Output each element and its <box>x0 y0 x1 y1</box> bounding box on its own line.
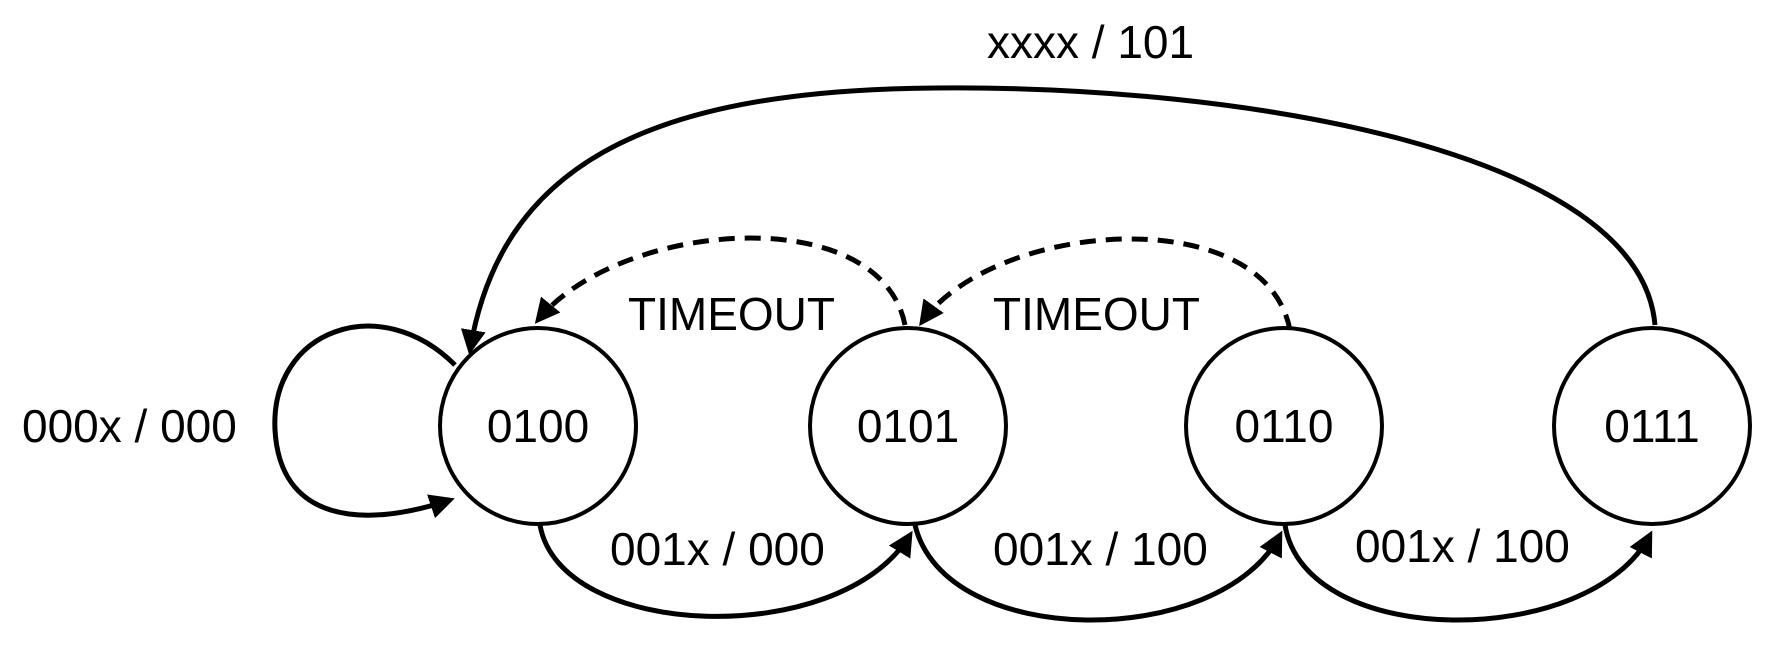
edge-label-0101-0110: 001x / 100 <box>993 523 1208 575</box>
state-label: 0111 <box>1604 400 1700 452</box>
state-0100: 0100 <box>438 326 638 526</box>
edge-self-loop-0100 <box>272 323 457 519</box>
edge-0111-to-0100 <box>460 85 1658 355</box>
edge-label-timeout-2: TIMEOUT <box>993 288 1200 340</box>
edge-0100-to-0101 <box>537 524 913 619</box>
edge-label-0110-0111: 001x / 100 <box>1355 520 1570 572</box>
edge-label-0111-0100: xxxx / 101 <box>987 16 1194 68</box>
edge-0101-to-0110 <box>912 524 1283 623</box>
edge-label-self-loop: 000x / 000 <box>22 400 237 452</box>
state-label: 0101 <box>857 400 959 452</box>
edge-label-timeout-1: TIMEOUT <box>628 288 835 340</box>
state-label: 0110 <box>1235 400 1334 452</box>
state-label: 0100 <box>487 400 589 452</box>
edge-0110-to-0111 <box>1282 524 1653 623</box>
state-0111: 0111 <box>1552 326 1752 526</box>
edge-0101-to-0100-timeout <box>534 235 908 326</box>
state-0101: 0101 <box>808 326 1008 526</box>
state-0110: 0110 <box>1184 326 1384 526</box>
edge-label-0100-0101: 001x / 000 <box>610 523 825 575</box>
edge-0110-to-0101-timeout <box>919 236 1293 331</box>
